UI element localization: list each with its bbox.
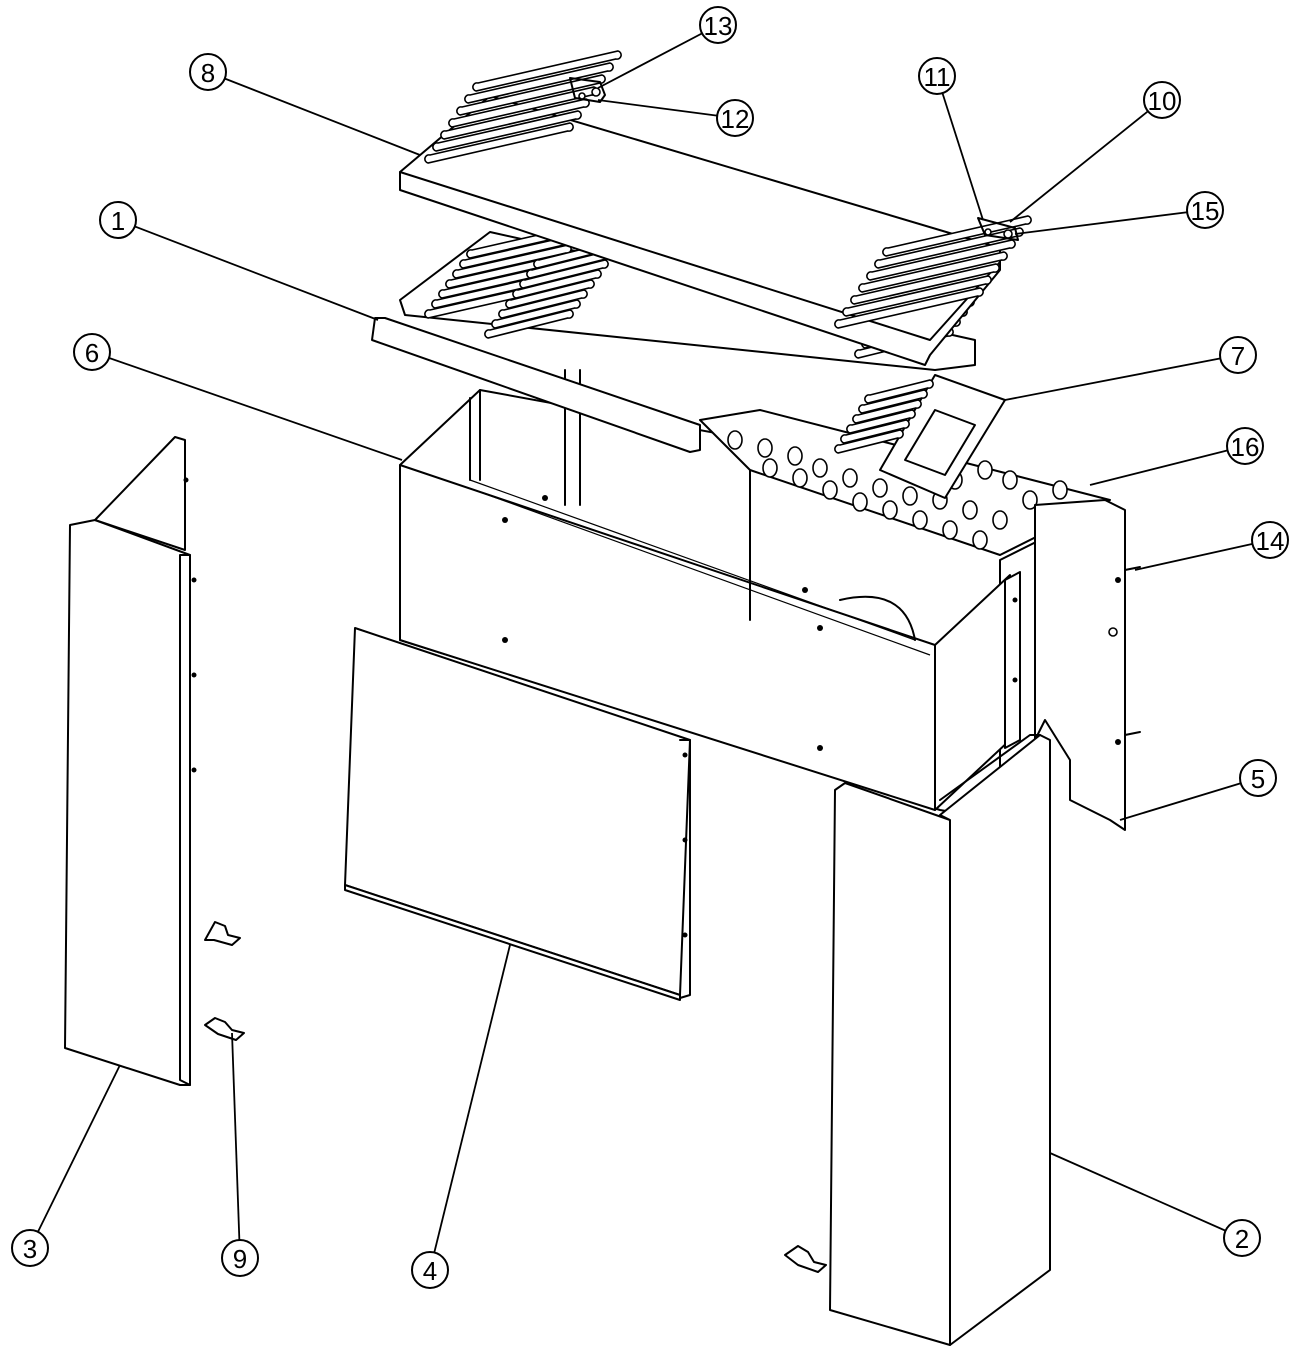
callout-label: 5 (1251, 764, 1265, 794)
callout-circle (189, 53, 227, 91)
callout-label: 3 (23, 1234, 37, 1264)
callout-leader (1014, 209, 1206, 235)
callout-label: 1 (111, 206, 125, 236)
callout-circle (1226, 427, 1264, 465)
rear-corner-post (1004, 571, 1021, 749)
callout-12: 12 (597, 99, 754, 137)
callout-circle (1143, 81, 1181, 119)
callout-circle (221, 1239, 259, 1277)
callout-leader (1004, 354, 1239, 401)
callout-8: 8 (189, 53, 421, 156)
callout-label: 12 (721, 104, 750, 134)
callout-label: 16 (1231, 432, 1260, 462)
callout-10: 10 (1009, 81, 1181, 223)
callout-circle (11, 1229, 49, 1267)
callout-circle (411, 1251, 449, 1289)
callout-label: 10 (1148, 86, 1177, 116)
left-side-panel (64, 436, 197, 1086)
callout-leader (1134, 539, 1271, 571)
callout-label: 4 (423, 1256, 437, 1286)
callout-leader (207, 71, 421, 156)
callout-circle (1239, 759, 1277, 797)
callout-circle (918, 57, 956, 95)
callout-leader (1049, 1152, 1243, 1239)
callout-11: 11 (918, 57, 984, 221)
callout-13: 13 (597, 6, 737, 89)
callout-leader (1089, 445, 1246, 486)
callout-label: 13 (704, 11, 733, 41)
control-panel-frame (834, 374, 1006, 499)
mounting-clip (204, 921, 827, 1273)
callout-leader (597, 99, 736, 119)
callout-label: 15 (1191, 196, 1220, 226)
callout-label: 11 (924, 62, 951, 92)
callout-circle (1251, 521, 1289, 559)
callout-6: 6 (73, 333, 403, 461)
callout-label: 7 (1231, 341, 1245, 371)
callout-1: 1 (99, 201, 379, 321)
callout-leader (936, 75, 984, 221)
callout-label: 14 (1256, 526, 1285, 556)
small-brackets (569, 77, 1019, 241)
callout-label: 2 (1235, 1224, 1249, 1254)
callout-circle (73, 333, 111, 371)
callout-label: 6 (85, 338, 99, 368)
callout-leader (1009, 99, 1163, 223)
callout-circle (1219, 336, 1257, 374)
callout-16: 16 (1089, 427, 1264, 486)
callout-15: 15 (1014, 191, 1224, 235)
callout-leader (429, 944, 511, 1271)
callout-2: 2 (1049, 1152, 1261, 1257)
callout-4: 4 (411, 944, 511, 1289)
callout-circle (99, 201, 137, 239)
callout-leader (91, 351, 403, 461)
callout-5: 5 (1119, 759, 1277, 821)
callout-leader (1119, 777, 1259, 821)
side-bracket-panel (1034, 499, 1141, 831)
top-grille-panel (399, 50, 1032, 366)
callout-3: 3 (11, 1064, 121, 1267)
right-side-panel (829, 734, 1051, 1346)
callout-label: 9 (233, 1244, 247, 1274)
callout-label: 8 (201, 58, 215, 88)
callout-leader (29, 1064, 121, 1249)
callout-9: 9 (221, 1032, 259, 1277)
callout-leader (117, 219, 379, 321)
callout-circle (716, 99, 754, 137)
callout-circle (699, 6, 737, 44)
callout-14: 14 (1134, 521, 1289, 571)
front-panel (344, 627, 691, 1001)
callout-circle (1223, 1219, 1261, 1257)
callout-leader (597, 24, 719, 89)
callout-7: 7 (1004, 336, 1257, 401)
callout-circle (1186, 191, 1224, 229)
callout-leader (231, 1032, 241, 1259)
